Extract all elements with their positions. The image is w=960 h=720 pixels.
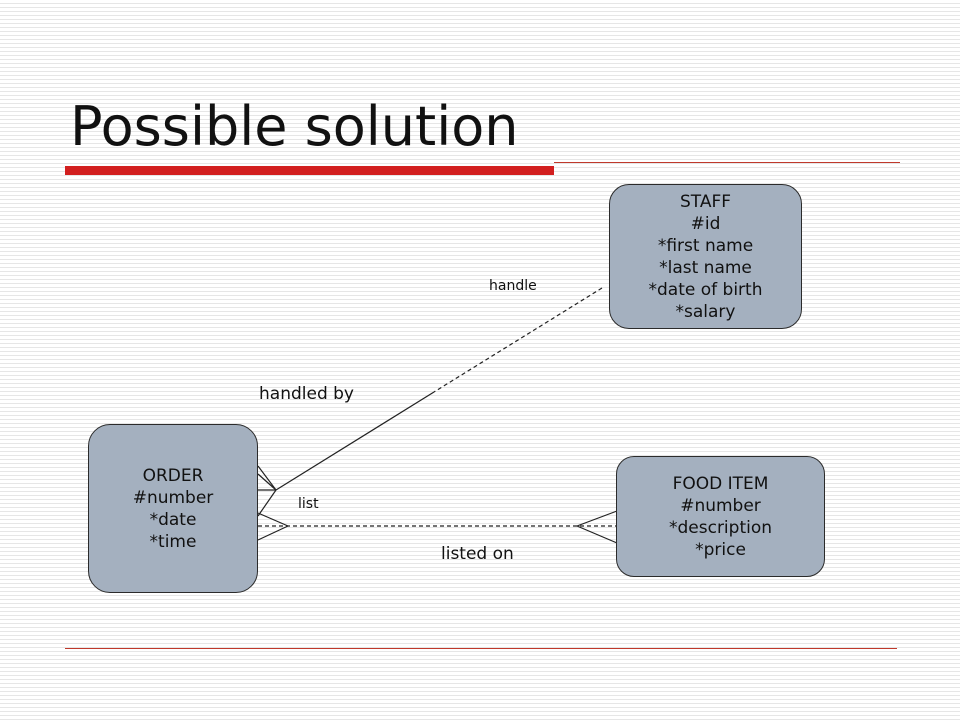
order-attr-number: #number xyxy=(132,487,214,508)
food-item-attr-number: #number xyxy=(680,495,761,516)
title-underline-bar xyxy=(65,166,554,175)
order-food-crows-foot-food xyxy=(576,510,618,544)
order-staff-crows-foot xyxy=(257,465,277,517)
staff-attr-last-name: *last name xyxy=(659,257,752,278)
footer-rule-line xyxy=(65,648,897,649)
food-item-attr-description: *description xyxy=(668,517,773,538)
staff-order-dashed-segment xyxy=(433,287,603,393)
title-rule-line xyxy=(554,162,900,163)
label-handle: handle xyxy=(489,278,537,294)
order-food-crows-foot-order xyxy=(257,512,289,541)
entity-staff: STAFF #id *first name *last name *date o… xyxy=(609,184,802,329)
order-name: ORDER xyxy=(142,465,204,486)
label-listed-on: listed on xyxy=(441,544,514,564)
label-list: list xyxy=(298,496,319,512)
order-attr-date: *date xyxy=(149,509,197,530)
entity-order: ORDER #number *date *time xyxy=(88,424,258,593)
staff-attr-id: #id xyxy=(690,213,721,234)
staff-attr-date-of-birth: *date of birth xyxy=(648,279,763,300)
staff-name: STAFF xyxy=(679,191,732,212)
staff-order-solid-segment xyxy=(275,391,435,491)
staff-attr-salary: *salary xyxy=(675,301,736,322)
food-item-name: FOOD ITEM xyxy=(672,473,769,494)
label-handled-by: handled by xyxy=(259,384,354,404)
order-attr-time: *time xyxy=(149,531,197,552)
staff-attr-first-name: *first name xyxy=(657,235,754,256)
entity-food-item: FOOD ITEM #number *description *price xyxy=(616,456,825,577)
food-item-attr-price: *price xyxy=(695,539,746,560)
slide-title: Possible solution xyxy=(70,95,519,158)
